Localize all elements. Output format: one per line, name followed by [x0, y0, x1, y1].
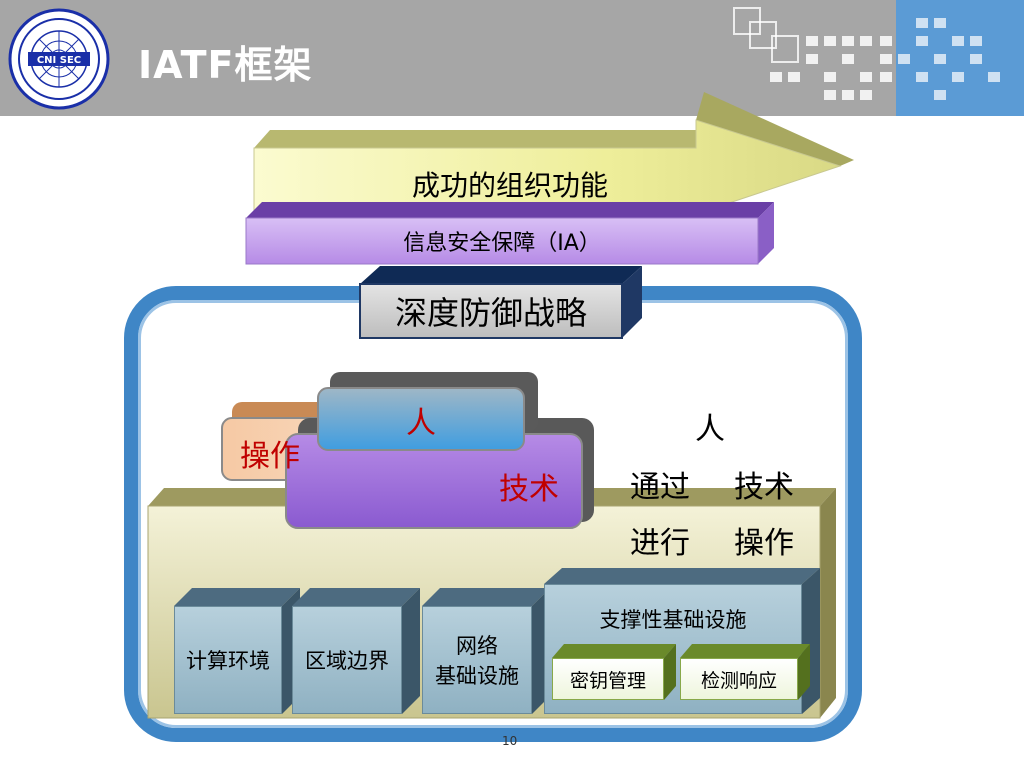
ia-bar-label: 信息安全保障（IA）: [403, 231, 601, 256]
sub-boxes: [552, 644, 810, 700]
network-label-line1: 网络: [456, 634, 498, 658]
page-number: 10: [502, 734, 518, 748]
network-infrastructure-box: 网络 基础设施: [422, 606, 532, 714]
supporting-infrastructure-label: 支撑性基础设施: [599, 608, 747, 632]
people-label: 人: [406, 406, 436, 441]
statement-perform: 进行: [630, 526, 690, 561]
organization-function-arrow: [253, 92, 854, 215]
arrow-label: 成功的组织功能: [411, 169, 608, 202]
compute-environment-box: 计算环境: [174, 606, 282, 714]
detection-response-box: 检测响应: [680, 658, 798, 700]
statement-people: 人: [695, 412, 725, 447]
page-title: IATF框架: [138, 43, 313, 87]
core-blocks: [221, 372, 594, 529]
key-management-box: 密钥管理: [552, 658, 664, 700]
svg-text:CNI SEC: CNI SEC: [37, 55, 81, 66]
strategy-block: [359, 266, 642, 339]
technology-label: 技术: [499, 472, 559, 507]
network-label-line2: 基础设施: [435, 664, 519, 688]
cnitsec-logo: CNI SEC: [8, 8, 110, 110]
header-pattern-icon: [733, 7, 1000, 100]
statement-operation: 操作: [734, 526, 794, 561]
strategy-label: 深度防御战略: [394, 294, 587, 332]
enclave-boundary-box: 区域边界: [292, 606, 402, 714]
ia-bar: [245, 202, 774, 265]
statement-through: 通过: [630, 470, 690, 505]
statement-technology: 技术: [734, 470, 794, 505]
operation-label: 操作: [240, 439, 300, 474]
